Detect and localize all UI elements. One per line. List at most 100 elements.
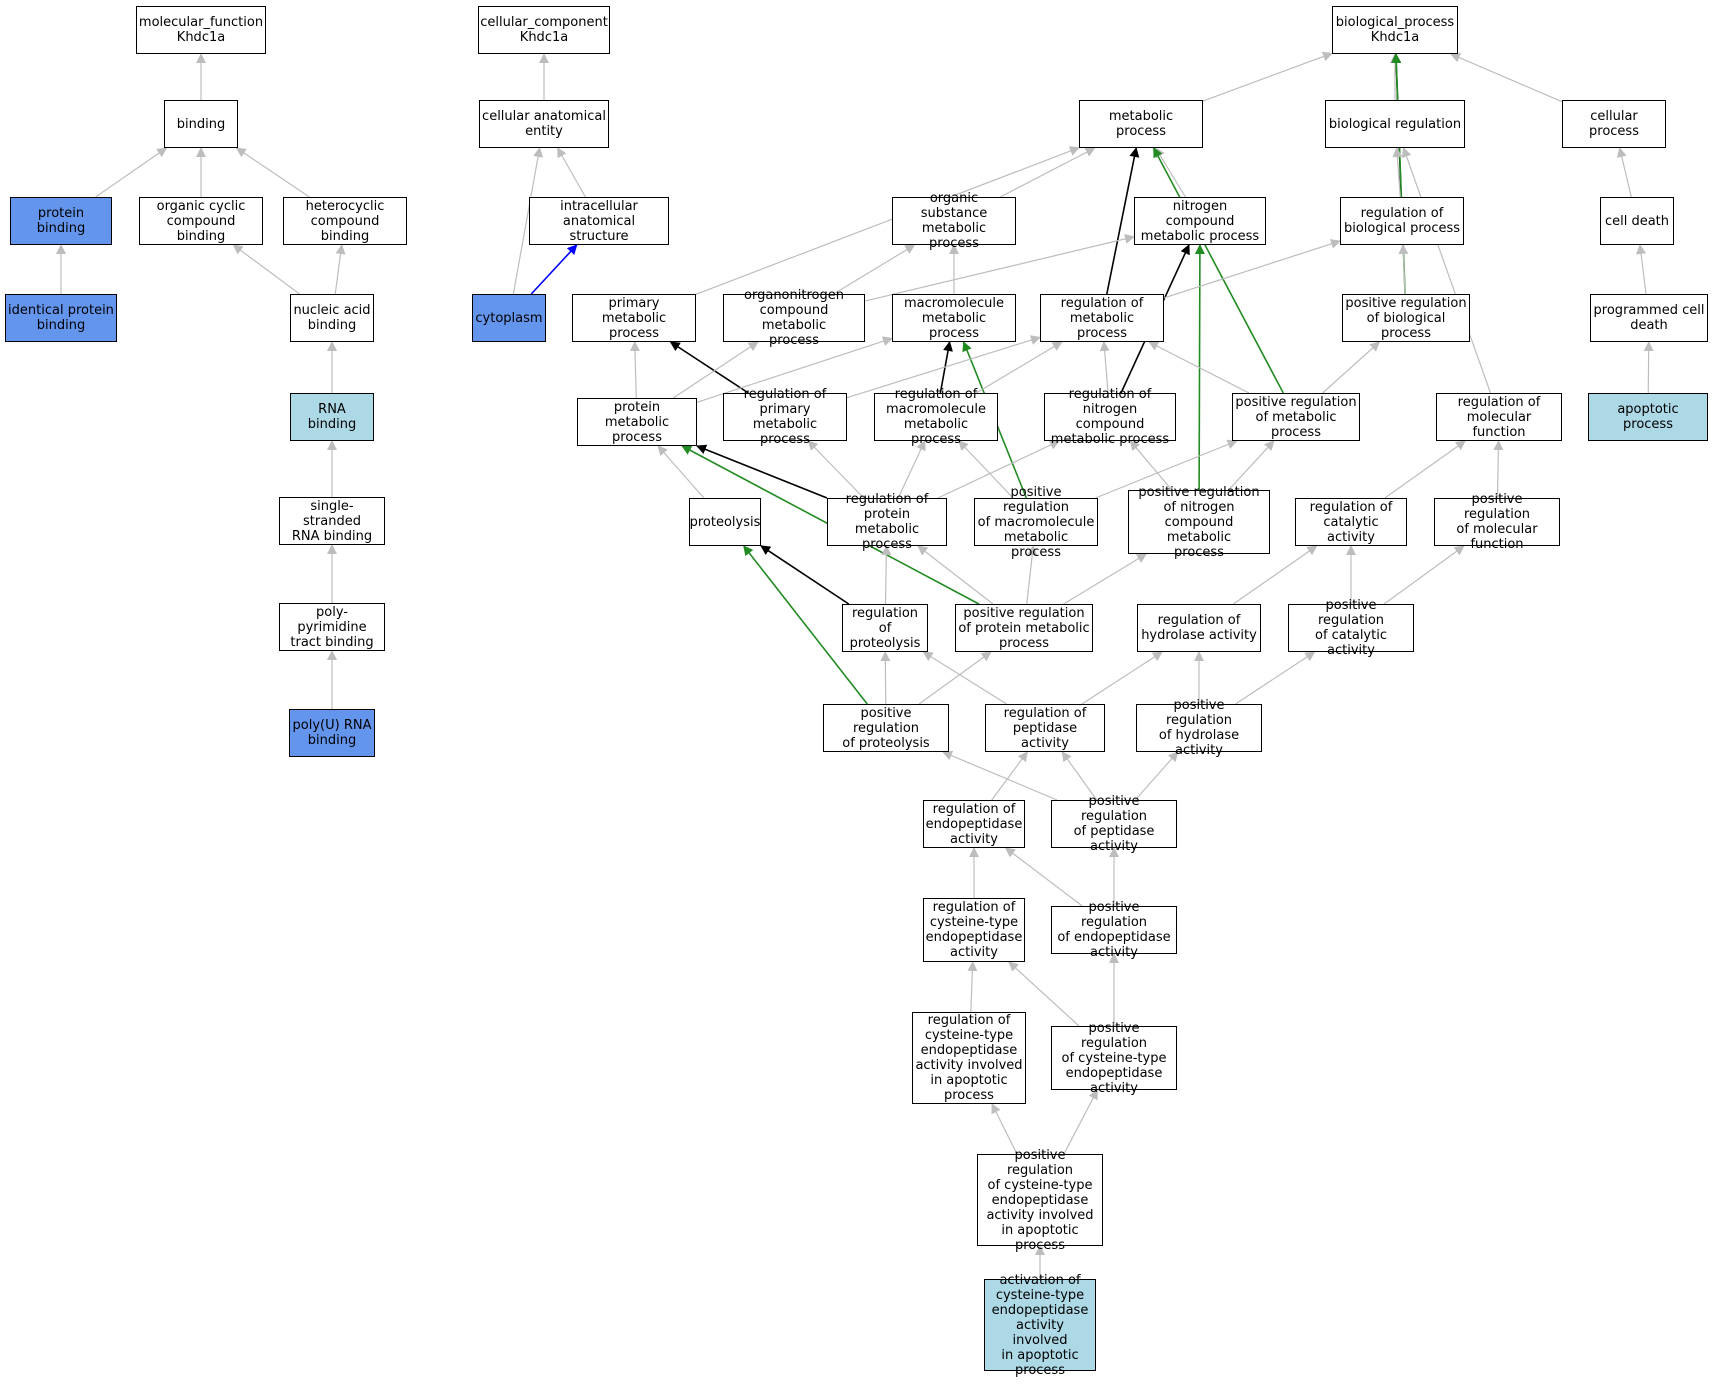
edge-posregpep-to-regpep: [1061, 751, 1098, 801]
node-regulation-of-hydrolase-activity[interactable]: regulation of hydrolase activity: [1137, 604, 1261, 652]
edge-posregprot-to-posregprotmp: [918, 651, 992, 705]
edge-regncmp-to-regmp: [1099, 341, 1110, 394]
node-positive-regulation-of-peptidase-activity[interactable]: positive regulation of peptidase activit…: [1051, 794, 1177, 854]
node-apoptotic-process[interactable]: apoptotic process: [1588, 393, 1708, 441]
node-regulation-of-cysteine-type-endopeptidase-activity-apoptotic[interactable]: regulation of cysteine-type endopeptidas…: [912, 1012, 1026, 1104]
edge-onmp-to-osmp: [833, 244, 916, 295]
edge-posregprotmp-to-posregmmp: [1026, 545, 1038, 605]
edge-protmp-to-onmp: [672, 341, 759, 399]
node-molecular-function-root[interactable]: molecular_function Khdc1a: [136, 6, 266, 54]
edge-posreghyd-to-posregcat: [1235, 651, 1316, 705]
node-activation-of-cysteine-type-endopeptidase-activity-apoptotic[interactable]: activation of cysteine-type endopeptidas…: [984, 1273, 1096, 1378]
node-programmed-cell-death[interactable]: programmed cell death: [1590, 294, 1708, 342]
edge-regmp-to-metabolic: [1106, 147, 1140, 295]
edge-regpmp-to-pmp: [669, 341, 749, 394]
edge-cellproc-to-bp: [1449, 52, 1563, 103]
node-protein-binding[interactable]: protein binding: [10, 197, 112, 245]
node-positive-regulation-of-metabolic-process[interactable]: positive regulation of metabolic process: [1232, 393, 1360, 441]
node-proteolysis[interactable]: proteolysis: [689, 498, 761, 546]
edge-posregprot-to-regprot: [880, 651, 891, 705]
edge-regpep-to-reghyd: [1081, 651, 1163, 705]
edge-pmp-to-metabolic: [695, 146, 1080, 295]
node-regulation-of-nitrogen-compound-metabolic-process[interactable]: regulation of nitrogen compound metaboli…: [1044, 387, 1176, 447]
node-positive-regulation-of-hydrolase-activity[interactable]: positive regulation of hydrolase activit…: [1136, 698, 1262, 758]
node-positive-regulation-of-molecular-function[interactable]: positive regulation of molecular functio…: [1434, 492, 1560, 552]
node-regulation-of-proteolysis[interactable]: regulation of proteolysis: [842, 604, 928, 652]
edge-regprot-to-proteolysis: [760, 545, 850, 605]
edge-regprotmp-to-regncmp: [937, 440, 1060, 499]
edge-proteolysis-to-protmp: [657, 445, 705, 499]
node-poly-u-rna-binding[interactable]: poly(U) RNA binding: [289, 709, 375, 757]
edge-cytoplasm-to-cae: [512, 147, 543, 295]
node-regulation-of-primary-metabolic-process[interactable]: regulation of primary metabolic process: [723, 387, 847, 447]
edge-posregncmp-to-regncmp: [1129, 440, 1173, 491]
node-cellular-anatomical-entity[interactable]: cellular anatomical entity: [479, 100, 609, 148]
edge-posregmp-to-regmp: [1148, 341, 1250, 394]
edge-osmp-to-metabolic: [999, 147, 1096, 198]
edge-celldeath-to-cellproc: [1616, 147, 1632, 198]
edge-posregpep-to-posregprot: [942, 750, 1058, 801]
node-regulation-of-catalytic-activity[interactable]: regulation of catalytic activity: [1295, 498, 1407, 546]
node-primary-metabolic-process[interactable]: primary metabolic process: [572, 294, 696, 342]
node-binding[interactable]: binding: [164, 100, 238, 148]
edge-reghyd-to-regcat: [1233, 545, 1318, 605]
node-biological-process-root[interactable]: biological_process Khdc1a: [1332, 6, 1458, 54]
node-positive-regulation-of-proteolysis[interactable]: positive regulation of proteolysis: [823, 704, 949, 752]
node-organic-substance-metabolic-process[interactable]: organic substance metabolic process: [892, 191, 1016, 251]
node-regulation-of-peptidase-activity[interactable]: regulation of peptidase activity: [985, 704, 1105, 752]
edge-cytoplasm-to-ias: [530, 244, 578, 295]
edge-posregpep-to-posreghyd: [1134, 751, 1179, 801]
edge-regcat-to-regmf: [1384, 440, 1466, 499]
node-regulation-of-molecular-function[interactable]: regulation of molecular function: [1436, 393, 1562, 441]
edge-regpmp-to-regmp: [846, 335, 1041, 399]
node-metabolic-process[interactable]: metabolic process: [1079, 100, 1203, 148]
node-rna-binding[interactable]: RNA binding: [290, 393, 374, 441]
edge-regprot-to-regprotmp: [881, 545, 892, 605]
node-positive-regulation-of-catalytic-activity[interactable]: positive regulation of catalytic activit…: [1288, 598, 1414, 658]
node-cellular-component-root[interactable]: cellular_component Khdc1a: [478, 6, 610, 54]
edge-protmp-to-pmp: [629, 341, 640, 399]
node-positive-regulation-of-cysteine-type-endopeptidase-activity-apoptotic[interactable]: positive regulation of cysteine-type end…: [977, 1148, 1103, 1253]
node-cell-death[interactable]: cell death: [1600, 197, 1674, 245]
node-positive-regulation-of-nitrogen-compound-metabolic-process[interactable]: positive regulation of nitrogen compound…: [1128, 485, 1270, 560]
node-macromolecule-metabolic-process[interactable]: macromolecule metabolic process: [892, 294, 1016, 342]
node-single-stranded-rna-binding[interactable]: single-stranded RNA binding: [279, 497, 385, 545]
node-positive-regulation-of-biological-process[interactable]: positive regulation of biological proces…: [1342, 294, 1470, 342]
edge-ncmp-to-metabolic: [1155, 147, 1186, 198]
node-protein-metabolic-process[interactable]: protein metabolic process: [577, 398, 697, 446]
edge-posregcysapo-to-posregcys: [1063, 1089, 1098, 1155]
edge-regprotmp-to-regmmp: [897, 440, 926, 499]
edge-posregprot-to-proteolysis: [743, 545, 868, 705]
edge-regprotmp-to-protmp: [696, 444, 828, 499]
node-nucleic-acid-binding[interactable]: nucleic acid binding: [290, 294, 374, 342]
edge-posregmp-to-metabolic: [1152, 147, 1285, 394]
node-nitrogen-compound-metabolic-process[interactable]: nitrogen compound metabolic process: [1134, 197, 1266, 245]
node-positive-regulation-of-cysteine-type-endopeptidase-activity[interactable]: positive regulation of cysteine-type end…: [1051, 1021, 1177, 1096]
node-regulation-of-macromolecule-metabolic-process[interactable]: regulation of macromolecule metabolic pr…: [874, 387, 998, 447]
node-regulation-of-protein-metabolic-process[interactable]: regulation of protein metabolic process: [827, 492, 947, 552]
edge-metabolic-to-bp: [1202, 51, 1333, 102]
node-regulation-of-cysteine-type-endopeptidase-activity[interactable]: regulation of cysteine-type endopeptidas…: [923, 898, 1025, 962]
node-biological-regulation[interactable]: biological regulation: [1325, 100, 1465, 148]
edge-heterocyclic-to-binding: [235, 147, 310, 198]
node-intracellular-anatomical-structure[interactable]: intracellular anatomical structure: [529, 197, 669, 245]
node-positive-regulation-of-protein-metabolic-process[interactable]: positive regulation of protein metabolic…: [955, 604, 1093, 652]
node-cytoplasm[interactable]: cytoplasm: [472, 294, 546, 342]
node-cellular-process[interactable]: cellular process: [1562, 100, 1666, 148]
node-organonitrogen-compound-metabolic-process[interactable]: organonitrogen compound metabolic proces…: [723, 288, 865, 348]
node-regulation-of-metabolic-process[interactable]: regulation of metabolic process: [1040, 294, 1164, 342]
node-poly-pyrimidine-tract-binding[interactable]: poly-pyrimidine tract binding: [279, 603, 385, 651]
edge-posregbp-to-regbp: [1398, 244, 1409, 295]
edge-regmp-to-regbp: [1163, 239, 1341, 299]
node-identical-protein-binding[interactable]: identical protein binding: [5, 294, 117, 342]
node-regulation-of-biological-process[interactable]: regulation of biological process: [1340, 197, 1464, 245]
node-heterocyclic-compound-binding[interactable]: heterocyclic compound binding: [283, 197, 407, 245]
edge-posregmmp-to-posregmp: [1095, 439, 1238, 499]
node-positive-regulation-of-endopeptidase-activity[interactable]: positive regulation of endopeptidase act…: [1051, 900, 1177, 960]
edge-ias-to-cae: [557, 147, 586, 198]
node-organic-cyclic-compound-binding[interactable]: organic cyclic compound binding: [139, 197, 263, 245]
edge-posregprotmp-to-regprotmp: [917, 545, 994, 605]
node-regulation-of-endopeptidase-activity[interactable]: regulation of endopeptidase activity: [923, 800, 1025, 848]
node-positive-regulation-of-macromolecule-metabolic-process[interactable]: positive regulation of macromolecule met…: [974, 485, 1098, 560]
